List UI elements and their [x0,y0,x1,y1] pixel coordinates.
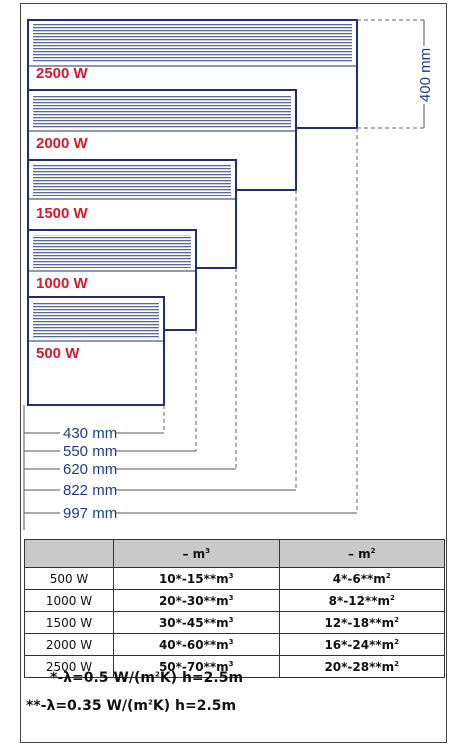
table-row: 1000 W 20*-30**m3 8*-12**m2 [24,589,445,612]
footnote-double-star: **-λ=0.35 W/(m2K) h=2.5m [26,698,237,714]
heater-vent-grille [33,302,159,338]
table-header-row: – m3 – m2 [24,539,445,568]
table-row: 500 W 10*-15**m3 4*-6**m2 [24,567,445,590]
power-cell: 2500 W [24,655,114,678]
area-cell: 4*-6**m2 [278,567,445,590]
volume-cell: 30*-45**m3 [113,611,280,634]
width-dimension: 620 mm [24,268,237,478]
height-dimension: 400 mm [357,19,434,129]
diagram-frame [20,3,447,743]
power-cell: 500 W [24,567,114,590]
width-dimension: 997 mm [24,128,358,522]
power-cell: 1000 W [24,589,114,612]
heater-vent-grille [33,95,291,128]
table-row: 2500 W 50*-70**m3 20*-28**m2 [24,655,445,678]
width-label: 620 mm [63,461,117,478]
power-cell: 2000 W [24,633,114,656]
footnote-single-star: *-λ=0.5 W/(m2K) h=2.5m [50,670,244,686]
heater-vent-grille [33,24,352,63]
area-cell: 12*-18**m2 [278,611,445,634]
width-label: 550 mm [63,443,117,460]
heaters-group: 2500 W 2000 W 1500 W 1000 W 500 W [27,19,358,406]
table-row: 2000 W 40*-60**m3 16*-24**m2 [24,633,445,656]
heater-power-label: 1000 W [36,275,89,292]
heater-power-label: 2000 W [36,135,89,152]
header-cell-volume: – m3 [113,539,280,568]
volume-cell: 20*-30**m3 [113,589,280,612]
width-label: 430 mm [63,425,117,442]
width-dimension: 822 mm [24,190,297,499]
power-cell: 1500 W [24,611,114,634]
area-cell: 8*-12**m2 [278,589,445,612]
heater-size-diagram: 2500 W 2000 W 1500 W 1000 W 500 W 430 mm550 … [23,19,434,530]
width-dimension: 430 mm [24,405,165,442]
area-cell: 16*-24**m2 [278,633,445,656]
area-cell: 20*-28**m2 [278,655,445,678]
heater-power-label: 500 W [36,345,80,362]
width-dimension: 550 mm [24,330,197,460]
table-row: 1500 W 30*-45**m3 12*-18**m2 [24,611,445,634]
heater-power-label: 1500 W [36,205,89,222]
volume-cell: 10*-15**m3 [113,567,280,590]
heater-power-label: 2500 W [36,65,89,82]
header-cell-power [24,539,114,568]
height-label: 400 mm [417,48,434,102]
volume-cell: 50*-70**m3 [113,655,280,678]
width-label: 822 mm [63,482,117,499]
heater-vent-grille [33,165,231,196]
heater-vent-grille [33,235,191,268]
volume-cell: 40*-60**m3 [113,633,280,656]
width-label: 997 mm [63,505,117,522]
coverage-table: – m3 – m2 500 W 10*-15**m3 4*-6**m2 1000… [24,539,445,678]
heater-500w: 500 W [27,296,165,406]
header-cell-area: – m2 [278,539,445,568]
